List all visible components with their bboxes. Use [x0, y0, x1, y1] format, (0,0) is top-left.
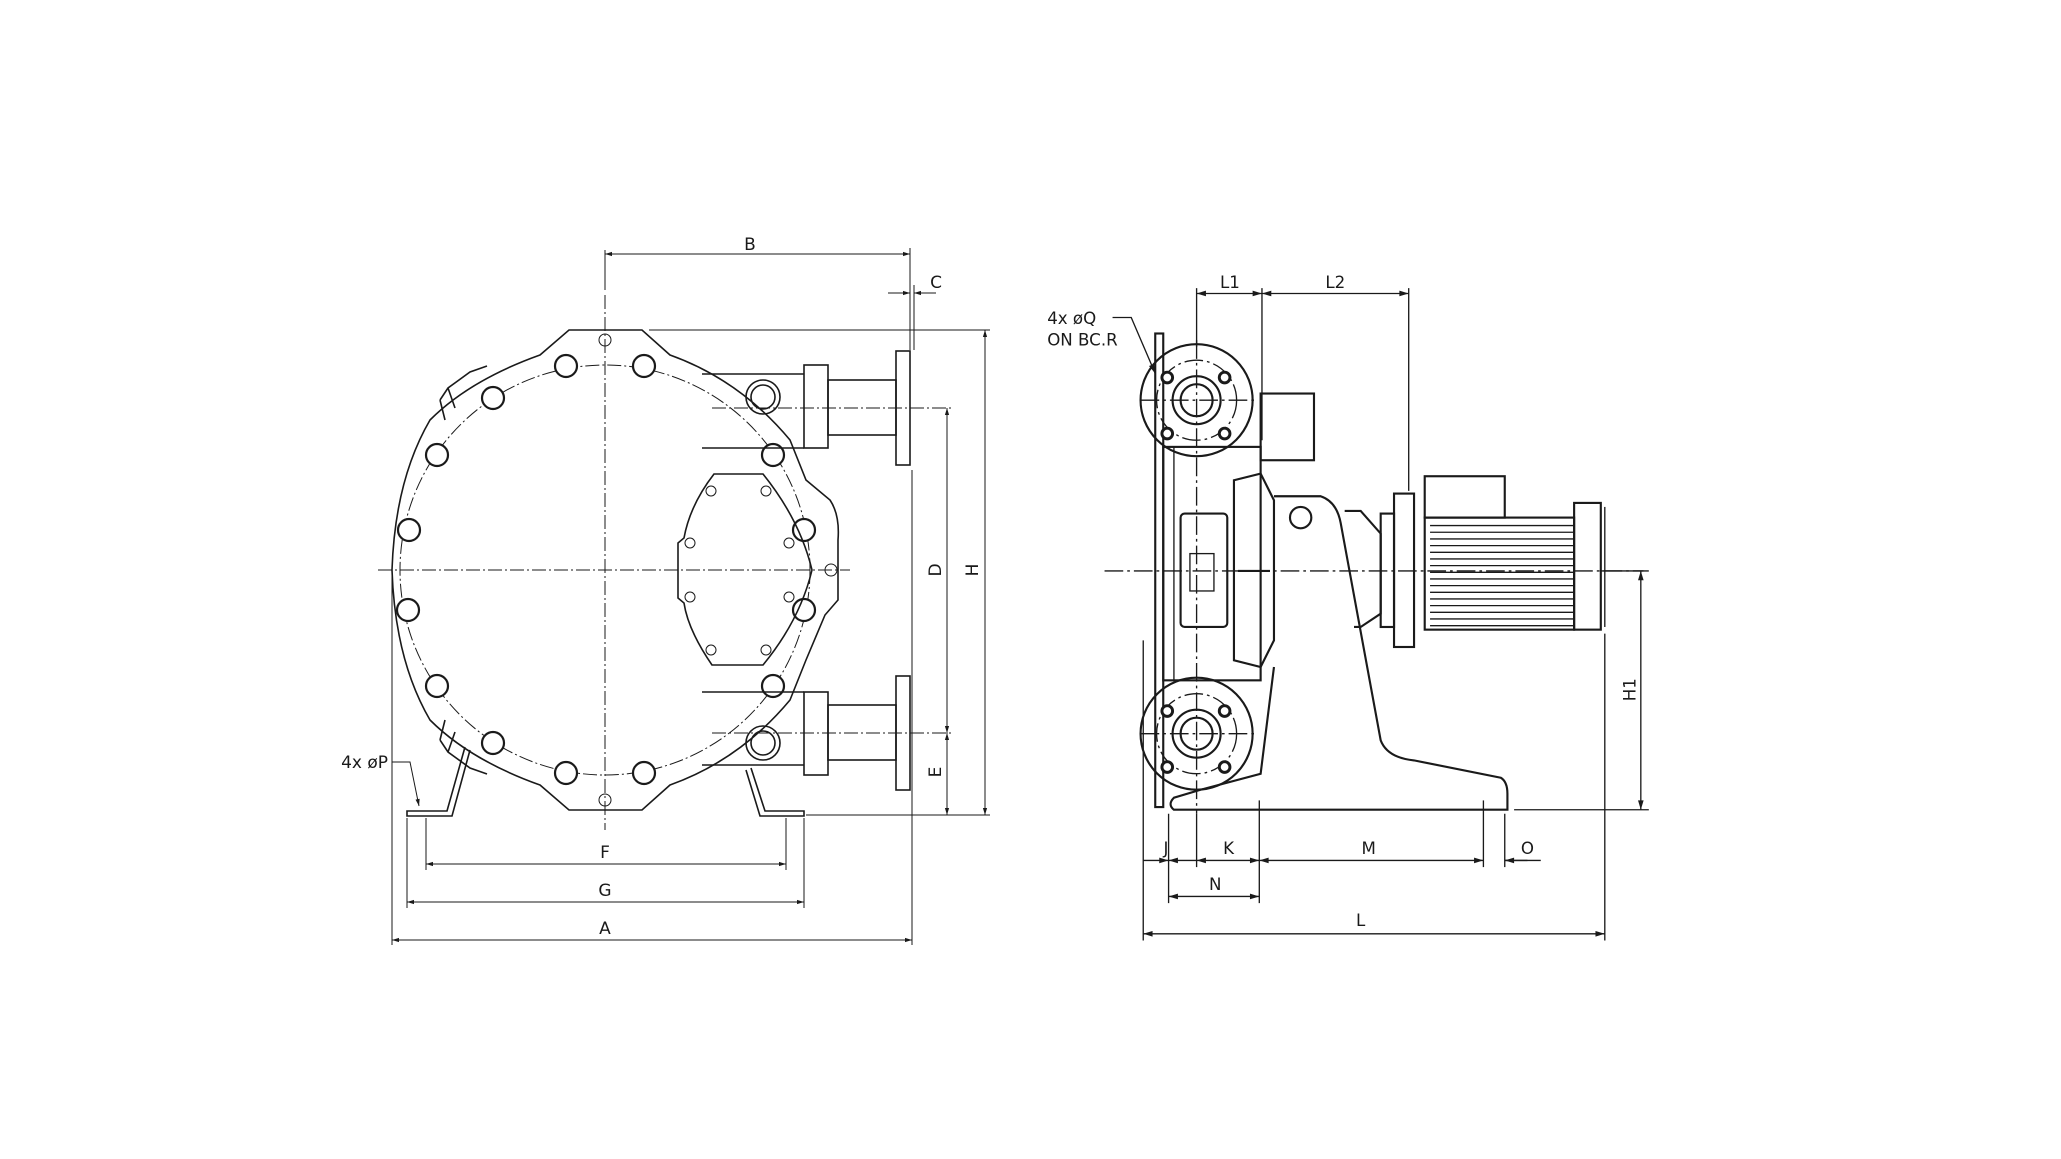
dim-label-a: A — [599, 919, 611, 939]
dim-label-h: H — [963, 564, 983, 577]
left-rib-bottom — [439, 719, 488, 775]
sensor-box — [1259, 392, 1316, 462]
dim-label-l2: L2 — [1325, 273, 1345, 292]
dim-label-b: B — [744, 235, 756, 255]
dim-label-f: F — [600, 843, 610, 863]
side-view: L1 L2 4x øQ ON BC.R H1 J K M O N L — [1047, 273, 1649, 941]
inspection-cover-holes — [684, 485, 795, 656]
flange-hole-note-line1: 4x øQ — [1047, 309, 1096, 328]
pump-body-outline — [391, 329, 840, 811]
left-foot — [406, 746, 471, 817]
dim-label-n: N — [1209, 875, 1221, 894]
dim-label-k: K — [1223, 839, 1235, 858]
dim-label-h1: H1 — [1620, 678, 1639, 701]
upper-port — [702, 350, 952, 466]
flange-hole-note-line2: ON BC.R — [1047, 331, 1118, 350]
motor-fins — [1430, 524, 1575, 627]
dim-label-g: G — [598, 881, 611, 901]
dim-label-j: J — [1162, 839, 1168, 858]
dim-label-c: C — [930, 273, 942, 293]
inspection-cover — [677, 473, 813, 666]
front-dimensions — [391, 248, 990, 945]
front-view: B C D H E F G A 4x øP — [341, 235, 990, 945]
left-rib-top — [439, 365, 488, 421]
housing-window — [1179, 512, 1229, 629]
motor-end-cap — [1573, 501, 1602, 631]
foot-hole-note: 4x øP — [341, 753, 388, 773]
lower-port — [702, 675, 952, 791]
cover-bolt-holes — [395, 333, 838, 807]
dim-label-l1: L1 — [1220, 273, 1240, 292]
coupling-flange — [1392, 492, 1416, 649]
dim-label-o: O — [1521, 839, 1534, 858]
motor-terminal-box — [1423, 475, 1506, 519]
side-dimensions — [1112, 288, 1649, 941]
dim-label-e: E — [926, 767, 946, 778]
dim-label-l: L — [1356, 911, 1366, 930]
right-foot — [745, 767, 805, 817]
dim-label-d: D — [926, 563, 946, 576]
dim-label-m: M — [1361, 839, 1375, 858]
pump-housing — [1162, 445, 1262, 682]
pedestal-bracket — [1169, 495, 1509, 811]
